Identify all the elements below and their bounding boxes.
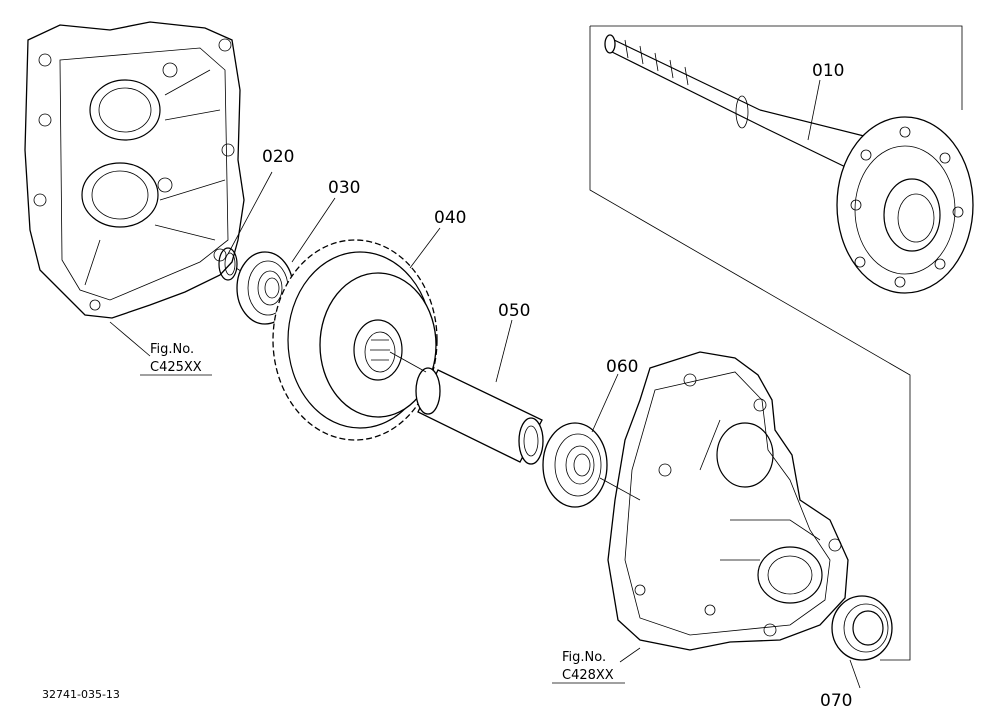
- figure-ref-number: C428XX: [562, 668, 614, 683]
- left-transmission-case: [24, 21, 245, 319]
- figure-ref-c428xx: Fig.No. C428XX: [552, 650, 625, 684]
- part-label-020: 020: [262, 147, 294, 167]
- right-gear-case: [607, 351, 849, 651]
- part-label-030: 030: [328, 178, 360, 198]
- figure-ref-number: C425XX: [150, 360, 202, 375]
- part-060-bearing: [542, 422, 641, 508]
- part-010-shaft-assembly: [589, 25, 974, 661]
- part-070-oil-seal: [831, 595, 893, 661]
- figure-ref-label: Fig.No.: [150, 342, 194, 357]
- part-label-070: 070: [820, 691, 852, 711]
- part-040-gear: [272, 239, 438, 441]
- part-050-collar: [389, 351, 544, 465]
- part-label-040: 040: [434, 208, 466, 228]
- figure-ref-c425xx: Fig.No. C425XX: [140, 342, 212, 376]
- leader-lines: [109, 79, 861, 689]
- part-label-010: 010: [812, 61, 844, 81]
- part-label-060: 060: [606, 357, 638, 377]
- figure-ref-label: Fig.No.: [562, 650, 606, 665]
- document-number: 32741-035-13: [42, 688, 120, 701]
- part-label-050: 050: [498, 301, 530, 321]
